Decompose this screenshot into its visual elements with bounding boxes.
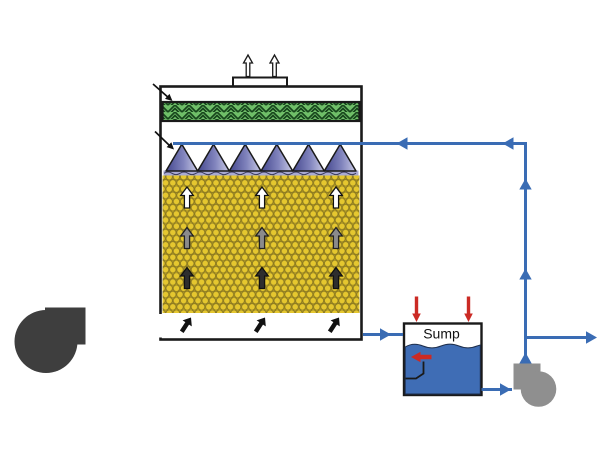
makeup-water-arrows: [412, 296, 473, 322]
spray-nozzle-icon: [260, 143, 294, 172]
flow-arrowhead-up-icon: [519, 352, 532, 364]
recirculation-pump: [513, 363, 557, 407]
exhaust-air-arrow-icon: [242, 54, 254, 78]
exhaust-air-arrows: [242, 54, 280, 78]
flow-arrowhead-left-icon: [502, 137, 514, 150]
spray-nozzle-icon: [196, 143, 231, 172]
makeup-water-arrow-icon: [464, 296, 473, 322]
spray-header-riser-pipe: [173, 142, 527, 362]
spray-nozzle-icon: [165, 143, 199, 172]
spray-nozzle-icon: [291, 143, 326, 172]
flow-arrowhead-right-icon: [500, 383, 511, 396]
flow-arrowhead-right-icon: [380, 328, 391, 341]
exhaust-air-arrow-icon: [269, 54, 280, 78]
air-inlet-opening: [157, 314, 164, 338]
fan-outlet-duct-icon: [45, 307, 86, 345]
spray-nozzles: [165, 143, 357, 172]
sump-water: [404, 343, 481, 395]
inlet-fan: [14, 307, 86, 373]
flow-arrowhead-right-icon: [586, 331, 597, 344]
flow-arrowhead-up-icon: [519, 178, 532, 190]
tower: [152, 54, 363, 341]
flow-arrowhead-left-icon: [396, 137, 408, 150]
annotation-arrow-spray-nozzles: [154, 130, 177, 152]
nozzle-water-film: [163, 170, 359, 176]
recirculation-piping: [173, 137, 597, 396]
pump-volute-icon: [520, 371, 557, 407]
mist-eliminator-pad: [161, 100, 361, 123]
float-valve-pipe: [405, 361, 425, 380]
sump-tank: Sump: [402, 296, 483, 397]
spray-nozzle-icon: [323, 143, 357, 172]
annotation-arrow-mist-eliminator: [152, 83, 175, 104]
annotation-arrows: [152, 83, 177, 152]
spray-nozzle-icon: [228, 143, 262, 172]
makeup-water-arrow-icon: [412, 296, 421, 322]
flow-arrowhead-up-icon: [519, 268, 532, 280]
sump-label: Sump: [423, 326, 460, 342]
float-valve: [405, 351, 432, 380]
float-valve-flow-arrow-icon: [411, 351, 432, 363]
